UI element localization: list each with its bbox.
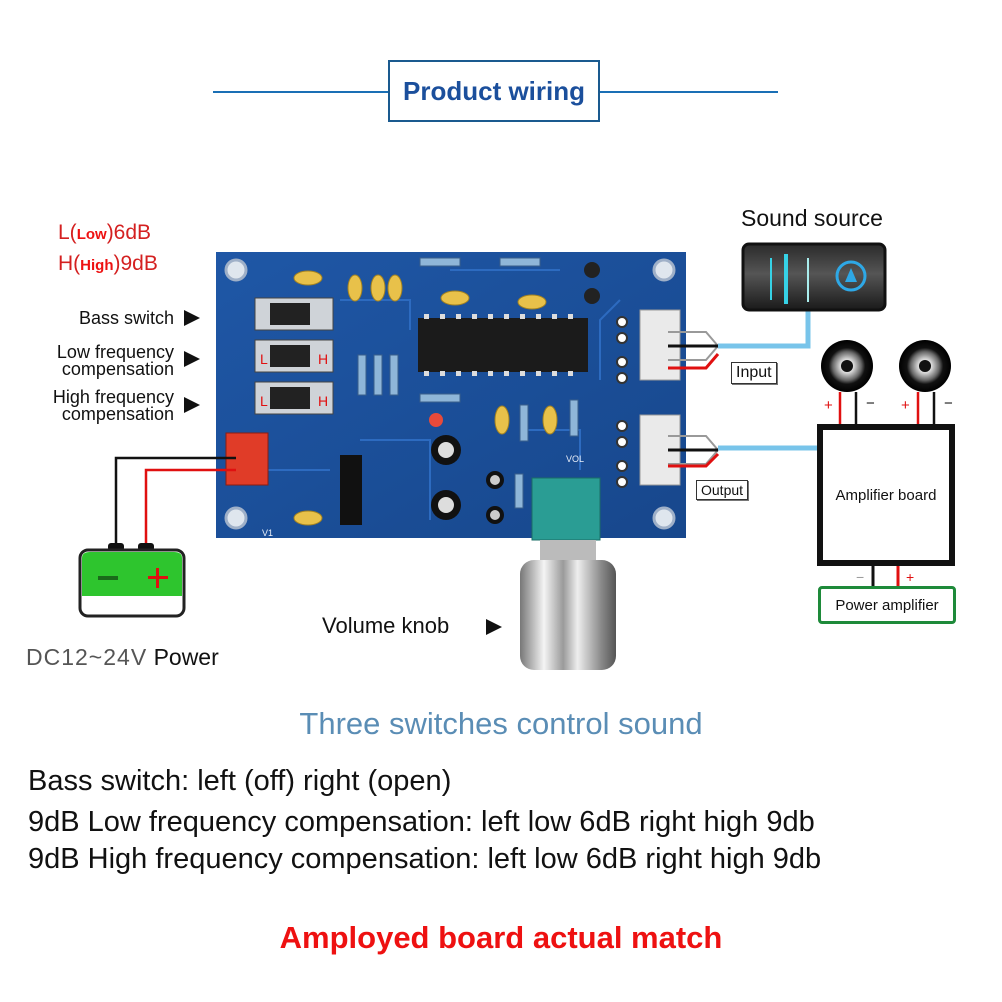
mounting-holes	[224, 258, 676, 530]
pcb-board: L H L H	[216, 252, 686, 541]
high-level-legend: H(High)9dB	[58, 249, 158, 281]
input-label: Input	[731, 362, 777, 384]
output-harness	[668, 435, 818, 468]
label-line: compensation	[61, 404, 174, 424]
switch-right-mark: H	[318, 351, 328, 367]
volume-knob-arrow-icon	[486, 619, 502, 635]
volume-knob[interactable]	[520, 540, 616, 670]
sound-source-device	[741, 242, 887, 312]
page-title-text: Product wiring	[403, 75, 585, 106]
minus-mark: −	[944, 395, 953, 412]
power-amplifier: Power amplifier	[818, 586, 956, 624]
input-signal-cable	[718, 308, 811, 349]
power-positive-wire	[144, 468, 236, 548]
voltage-regulator	[340, 455, 362, 525]
v1-silkscreen: V1	[262, 528, 273, 538]
minus-mark: −	[856, 569, 864, 585]
vol-silkscreen: VOL	[566, 454, 584, 464]
power-voltage: DC12~24V	[26, 644, 148, 670]
section-heading: Three switches control sound	[299, 706, 703, 741]
speaker-right: + −	[899, 340, 953, 424]
ceramic-capacitors	[293, 270, 558, 526]
description-line: Bass switch: left (off) right (open)	[28, 765, 452, 797]
switch-right-mark: H	[318, 393, 328, 409]
plus-mark: +	[906, 569, 914, 585]
volume-potentiometer	[531, 477, 601, 541]
legend-word: Low	[76, 226, 107, 243]
power-negative-wire	[114, 456, 236, 548]
legend-prefix: H(	[58, 252, 81, 275]
input-label-text: Input	[736, 364, 772, 381]
label-line: Low frequency	[56, 342, 174, 362]
low-frequency-arrow-icon	[184, 351, 200, 367]
header-line-left	[213, 91, 389, 93]
label-line: compensation	[61, 359, 174, 379]
description-line: 9dB High frequency compensation: left lo…	[28, 843, 822, 875]
bass-switch[interactable]	[254, 297, 334, 331]
bass-switch-arrow-icon	[184, 310, 200, 326]
power-label: DC12~24V Power	[26, 644, 219, 671]
footer-note: Amployed board actual match	[279, 920, 723, 955]
amplifier-board: Amplifier board	[817, 424, 955, 566]
high-frequency-switch[interactable]: L H	[254, 381, 334, 415]
legend-suffix: )9dB	[113, 252, 158, 275]
wiring-diagram: L H L H	[78, 242, 953, 670]
description-line: 9dB Low frequency compensation: left low…	[28, 806, 815, 838]
volume-knob-label: Volume knob	[322, 613, 449, 639]
ic-chip	[418, 314, 588, 376]
low-frequency-label: Low frequency compensation	[56, 342, 174, 379]
output-label: Output	[696, 480, 749, 500]
high-frequency-label: High frequency compensation	[52, 387, 174, 424]
legend-suffix: )6dB	[106, 221, 152, 244]
page-title: Product wiring	[388, 60, 600, 122]
low-level-legend: L(Low)6dB	[58, 218, 151, 250]
low-frequency-switch[interactable]: L H	[254, 339, 334, 373]
legend-word: High	[80, 257, 114, 274]
battery-icon	[78, 543, 186, 618]
input-harness	[668, 308, 811, 370]
high-frequency-arrow-icon	[184, 397, 200, 413]
speaker-left: + −	[821, 340, 875, 424]
amplifier-board-text: Amplifier board	[835, 486, 937, 504]
sound-source-label: Sound source	[741, 205, 883, 231]
bass-switch-label: Bass switch	[78, 308, 174, 328]
resistors	[357, 257, 579, 509]
legend-prefix: L(	[58, 221, 77, 244]
label-line: High frequency	[52, 387, 174, 407]
plus-mark: +	[824, 397, 833, 414]
power-led	[429, 413, 443, 427]
play-icon	[835, 260, 867, 292]
output-label-text: Output	[701, 482, 744, 498]
power-amplifier-text: Power amplifier	[835, 596, 939, 614]
bass-switch-text: Bass switch	[78, 308, 174, 328]
switch-left-mark: L	[260, 351, 268, 367]
plus-mark: +	[901, 397, 910, 414]
power-text: Power	[153, 644, 219, 670]
switch-left-mark: L	[260, 393, 268, 409]
volume-knob-text: Volume knob	[322, 613, 450, 638]
electrolytic-capacitors	[431, 262, 600, 524]
header-line-right	[600, 91, 778, 93]
minus-mark: −	[866, 395, 875, 412]
